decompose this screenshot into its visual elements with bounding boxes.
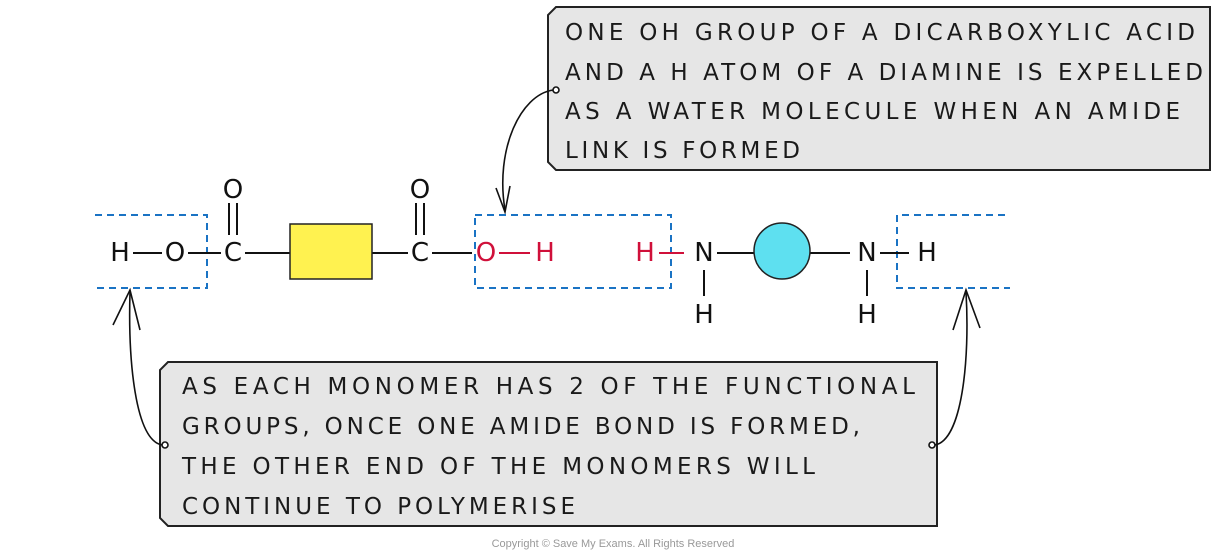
bottom-note-line: CONTINUE TO POLYMERISE xyxy=(182,494,575,520)
arrowhead-icon xyxy=(112,287,141,331)
removed-atom-h: H xyxy=(535,238,555,268)
atom-c: C xyxy=(224,238,242,268)
top-note-box: ONE OH GROUP OF A DICARBOXYLIC ACID AND … xyxy=(547,6,1211,171)
atom-n: N xyxy=(694,238,713,268)
atom-c: C xyxy=(411,238,429,268)
removed-water-box xyxy=(474,214,672,289)
atom-o: O xyxy=(410,175,430,205)
bottom-note-line: THE OTHER END OF THE MONOMERS WILL xyxy=(181,454,815,480)
arrow-to-oh xyxy=(501,89,554,211)
removed-atom-h: H xyxy=(635,238,655,268)
arrowhead-icon xyxy=(952,287,981,331)
bonds xyxy=(133,203,909,296)
atom-h: H xyxy=(110,238,130,268)
left-end-box xyxy=(95,214,208,289)
top-note-line: AS A WATER MOLECULE WHEN AN AMIDE xyxy=(565,99,1180,125)
bottom-note-line: AS EACH MONOMER HAS 2 OF THE FUNCTIONAL xyxy=(182,374,915,400)
bottom-note-line: GROUPS, ONCE ONE AMIDE BOND IS FORMED, xyxy=(182,414,860,440)
arrowhead-icon xyxy=(495,185,511,215)
top-note-line: LINK IS FORMED xyxy=(565,138,800,164)
atom-h: H xyxy=(694,300,714,330)
diamine-block xyxy=(753,222,811,280)
arrow-to-left-end xyxy=(128,291,163,446)
arrow-anchor-dot xyxy=(552,86,560,94)
dicarboxylic-acid-block xyxy=(289,223,373,280)
top-note-line: AND A H ATOM OF A DIAMINE IS EXPELLED xyxy=(565,60,1203,86)
atom-h: H xyxy=(917,238,937,268)
arrow-anchor-dot xyxy=(161,441,169,449)
atom-h: H xyxy=(857,300,877,330)
dashed-end-groups xyxy=(95,214,1010,289)
arrow-to-right-end xyxy=(934,291,968,446)
arrow-anchor-dot xyxy=(928,441,936,449)
copyright-text: Copyright © Save My Exams. All Rights Re… xyxy=(492,538,735,550)
bottom-note-box: AS EACH MONOMER HAS 2 OF THE FUNCTIONAL … xyxy=(159,361,938,527)
atom-n: N xyxy=(857,238,876,268)
atom-o: O xyxy=(223,175,243,205)
pointer-arrows xyxy=(112,86,981,449)
atom-o: O xyxy=(165,238,185,268)
right-end-box xyxy=(896,214,1010,289)
removed-atom-o: O xyxy=(476,238,496,268)
